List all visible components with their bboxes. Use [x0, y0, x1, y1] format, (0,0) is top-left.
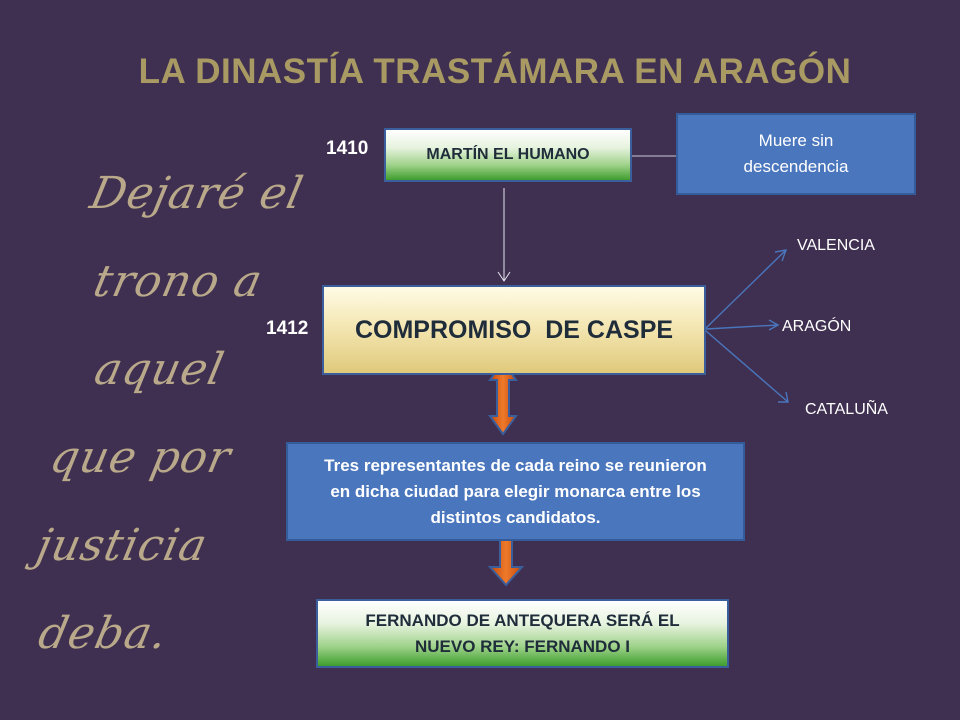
page-title: LA DINASTÍA TRASTÁMARA EN ARAGÓN	[138, 52, 852, 91]
fernando-de-antequera-box: FERNANDO DE ANTEQUERA SERÁ EL NUEVO REY:…	[316, 599, 729, 668]
representantes-text: Tres representantes de cada reino se reu…	[324, 455, 707, 527]
compromiso-de-caspe-box: COMPROMISO DE CASPE	[322, 285, 706, 375]
down-arrow	[497, 188, 511, 282]
year-label-1412: 1412	[266, 318, 309, 339]
fernando-label: FERNANDO DE ANTEQUERA SERÁ EL NUEVO REY:…	[365, 610, 680, 656]
region-valencia: VALENCIA	[797, 237, 875, 254]
martin-el-humano-box: MARTÍN EL HUMANO	[384, 128, 632, 182]
region-cataluna: CATALUÑA	[805, 401, 888, 418]
martin-label: MARTÍN EL HUMANO	[426, 146, 590, 163]
region-arrows	[705, 249, 789, 403]
year-label-1410: 1410	[326, 138, 369, 159]
muere-sin-descendencia-box: Muere sin descendencia	[676, 113, 916, 195]
tres-representantes-box: Tres representantes de cada reino se reu…	[286, 442, 745, 541]
compromiso-label: COMPROMISO DE CASPE	[354, 315, 674, 344]
muere-label: Muere sin descendencia	[743, 131, 849, 176]
region-aragon: ARAGÓN	[782, 318, 852, 335]
double-arrow-icon	[488, 360, 518, 436]
down-arrow-icon	[487, 536, 525, 587]
